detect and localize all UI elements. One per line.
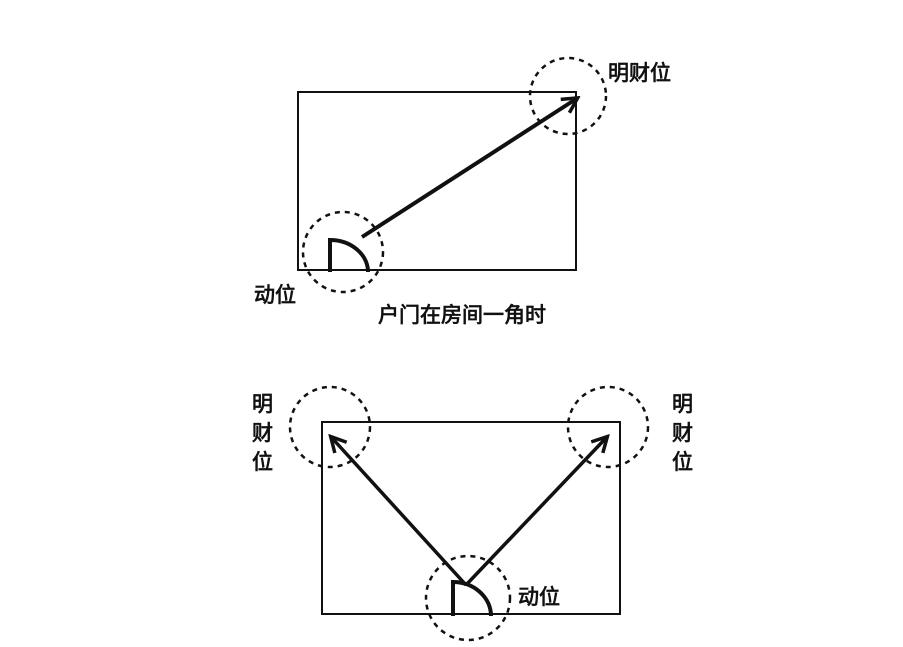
bottom-diagram: 明 财 位 明 财 位 动位 <box>252 385 693 642</box>
top-caption: 户门在房间一角时 <box>378 303 546 327</box>
bottom-right-wealth-circle <box>566 385 650 469</box>
bottom-right-wealth-char-2: 财 <box>672 421 693 445</box>
bottom-door-icon <box>451 579 493 617</box>
top-arrow <box>360 99 576 239</box>
top-door-icon <box>328 237 370 273</box>
bottom-right-wealth-char-1: 明 <box>672 392 693 416</box>
top-wealth-label: 明财位 <box>608 61 671 85</box>
bottom-left-wealth-char-1: 明 <box>252 392 273 416</box>
top-diagram: 明财位 动位 户门在房间一角时 <box>254 56 671 327</box>
top-room-outline <box>297 91 577 271</box>
bottom-door-circle <box>424 554 512 642</box>
bottom-left-wealth-circle <box>288 385 372 469</box>
top-door-label: 动位 <box>254 283 296 307</box>
bottom-right-wealth-char-3: 位 <box>672 450 693 474</box>
bottom-door-label: 动位 <box>518 585 560 609</box>
bottom-room-outline <box>321 421 621 615</box>
bottom-left-arrow <box>332 438 468 587</box>
bottom-left-wealth-char-3: 位 <box>252 450 273 474</box>
bottom-left-wealth-char-2: 财 <box>252 421 273 445</box>
top-door-circle <box>301 210 385 294</box>
bottom-right-arrow <box>464 438 606 587</box>
top-wealth-circle <box>528 56 608 136</box>
